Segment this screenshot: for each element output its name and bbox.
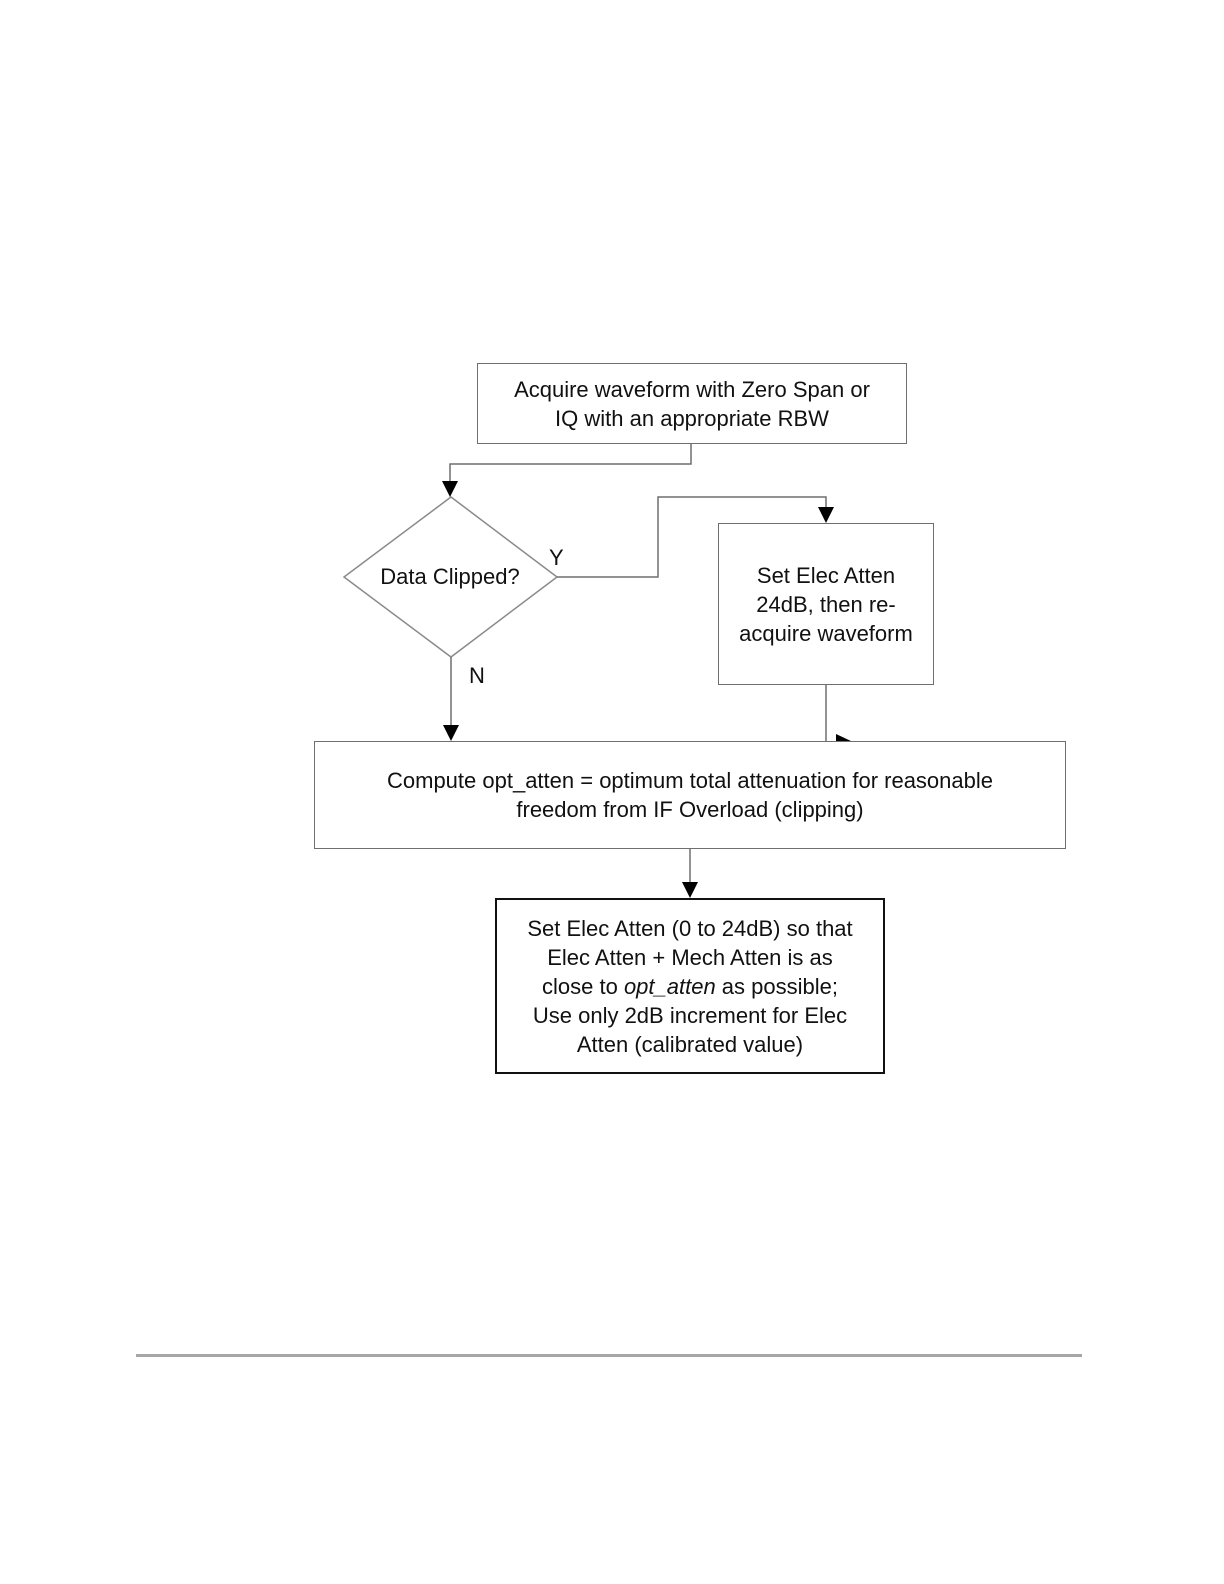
arrowhead-into-set-atten — [818, 507, 834, 523]
final-box-line-3-italic: opt_atten — [623, 973, 716, 999]
arrowhead-into-compute-left — [443, 725, 459, 741]
set-elec-atten-24db-box: Set Elec Atten 24dB, then re- acquire wa… — [718, 523, 934, 685]
final-box-line-3-before: close to — [542, 973, 624, 999]
connector-yes-to-set-atten — [557, 496, 827, 578]
footer-divider — [136, 1354, 1082, 1357]
final-box-line-3: close to opt_atten as possible; — [542, 972, 838, 1001]
set-atten-box-line-1: Set Elec Atten — [756, 562, 896, 588]
final-box-line-5: Atten (calibrated value) — [576, 1031, 804, 1057]
set-elec-atten-final-box: Set Elec Atten (0 to 24dB) so that Elec … — [495, 898, 885, 1074]
final-box-line-3-after: as possible; — [715, 973, 838, 999]
set-atten-box-line-3: acquire waveform — [739, 620, 913, 646]
compute-opt-atten-box: Compute opt_atten = optimum total attenu… — [314, 741, 1066, 849]
arrowhead-into-final — [682, 882, 698, 898]
acquire-box-line-2: IQ with an appropriate RBW — [555, 405, 829, 431]
acquire-waveform-box: Acquire waveform with Zero Span or IQ wi… — [477, 363, 907, 444]
final-box-line-2: Elec Atten + Mech Atten is as — [547, 944, 833, 970]
decision-yes-label: Y — [549, 545, 564, 570]
connector-acquire-to-decision — [449, 444, 692, 482]
decision-label: Data Clipped? — [380, 564, 520, 589]
final-box-line-4: Use only 2dB increment for Elec — [532, 1002, 848, 1028]
set-atten-box-line-2: 24dB, then re- — [756, 591, 896, 617]
compute-box-line-1: Compute opt_atten = optimum total attenu… — [387, 768, 993, 793]
compute-box-line-2: freedom from IF Overload (clipping) — [516, 797, 864, 822]
decision-no-label: N — [469, 663, 485, 688]
final-box-line-1: Set Elec Atten (0 to 24dB) so that — [527, 915, 853, 941]
acquire-box-line-1: Acquire waveform with Zero Span or — [514, 376, 870, 402]
arrowhead-into-decision — [442, 481, 458, 497]
